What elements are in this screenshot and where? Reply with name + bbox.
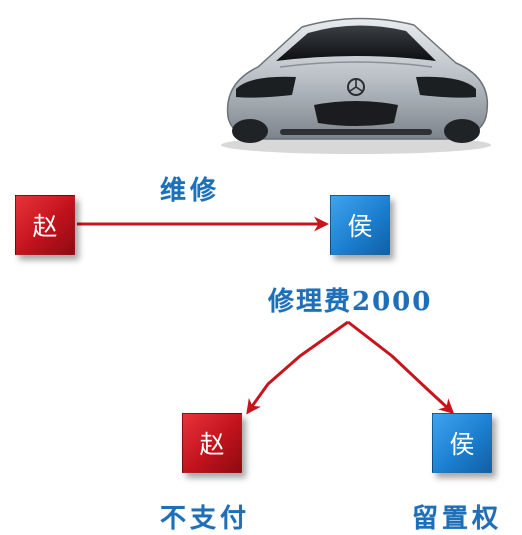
node-hou-top-label: 侯 xyxy=(347,212,373,241)
label-not-pay: 不支付 xyxy=(160,504,251,534)
node-zhao-top-label: 赵 xyxy=(32,212,58,241)
label-repair: 维修 xyxy=(160,176,221,206)
node-zhao-bottom: 赵 xyxy=(182,413,242,473)
car-photo xyxy=(210,5,502,155)
label-repair-fee: 修理费2000 xyxy=(268,287,433,317)
label-lien: 留置权 xyxy=(412,504,503,534)
arrow-lien xyxy=(347,320,455,415)
node-hou-bottom: 侯 xyxy=(432,413,492,473)
node-zhao-top: 赵 xyxy=(15,195,75,255)
node-zhao-bottom-label: 赵 xyxy=(199,430,225,459)
node-hou-bottom-label: 侯 xyxy=(449,430,475,459)
node-hou-top: 侯 xyxy=(330,195,390,255)
arrow-not-pay xyxy=(246,320,349,415)
